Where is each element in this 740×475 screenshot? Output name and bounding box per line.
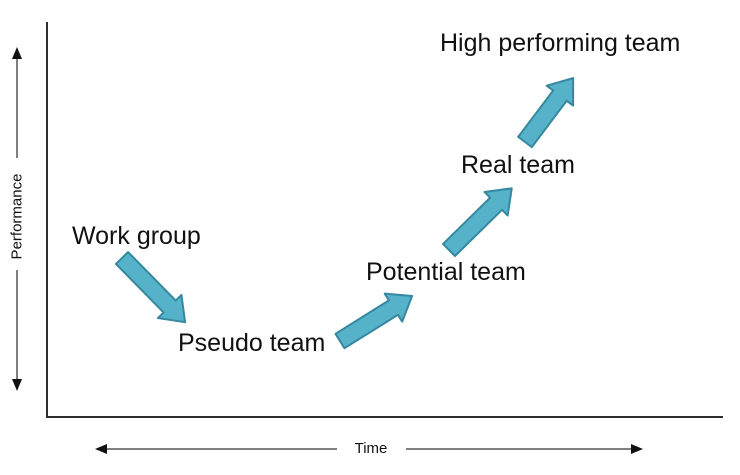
stage-label-potential-team: Potential team bbox=[366, 258, 526, 286]
arrow-down-icon bbox=[12, 379, 22, 391]
stage-label-work-group: Work group bbox=[72, 222, 201, 250]
arrow-work-group-to-pseudo-team-icon bbox=[114, 251, 187, 324]
arrow-up-icon bbox=[12, 47, 22, 59]
arrow-potential-team-to-real-team-icon bbox=[442, 187, 513, 258]
stage-label-high-performing-team: High performing team bbox=[440, 29, 681, 57]
stage-label-real-team: Real team bbox=[461, 151, 575, 179]
arrow-left-icon bbox=[95, 444, 107, 454]
y-axis-label: Performance bbox=[8, 173, 26, 260]
performance-axis-arrow-icon bbox=[12, 47, 22, 391]
arrow-pseudo-team-to-potential-team-icon bbox=[334, 292, 414, 350]
x-axis-label: Time bbox=[354, 440, 388, 457]
arrow-right-icon bbox=[631, 444, 643, 454]
time-axis-arrow-icon bbox=[95, 444, 643, 454]
stage-label-pseudo-team: Pseudo team bbox=[178, 329, 326, 357]
arrow-real-team-to-high-performing-team-icon bbox=[517, 77, 575, 149]
